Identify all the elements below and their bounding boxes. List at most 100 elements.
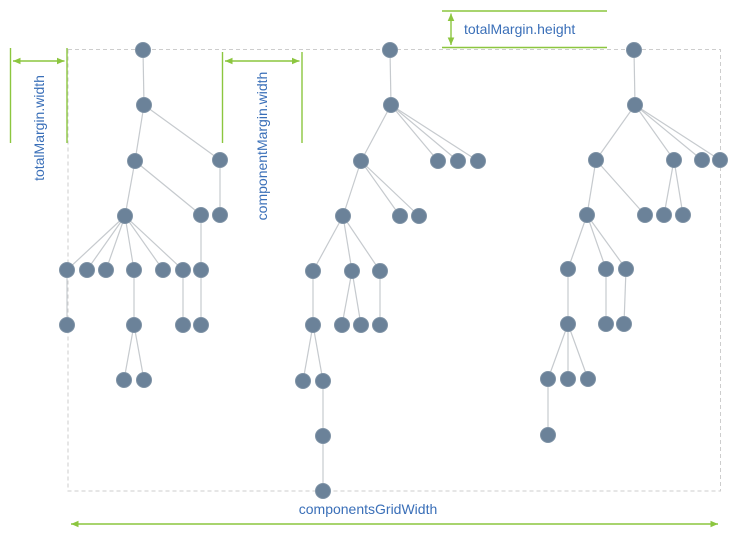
tree-node [540,427,556,443]
tree-edge [595,104,636,161]
tree-edge [134,160,202,216]
tree-edge [124,215,184,271]
tree-edge [390,104,459,162]
tree-edge [351,270,362,326]
tree-node [315,373,331,389]
tree-node [579,207,595,223]
tree-edge [105,215,126,271]
tree-node [598,261,614,277]
tree-node [79,262,95,278]
components-grid-width-arrowhead [71,520,79,528]
tree-node [372,317,388,333]
tree-node [382,42,398,58]
tree-node [175,317,191,333]
tree-node [155,262,171,278]
tree-node [59,262,75,278]
tree-node [315,428,331,444]
tree-edge [633,49,636,106]
tree-node [212,152,228,168]
total-margin-width-arrowhead [13,57,21,65]
tree-node [59,317,75,333]
tree-node [450,153,466,169]
components-grid-width-arrowhead [710,520,718,528]
tree-edge [673,159,684,216]
tree-node [175,262,191,278]
tree-edge [390,104,439,162]
tree-edge [341,270,353,326]
tree-node [305,263,321,279]
tree-node [540,371,556,387]
tree-node [295,373,311,389]
tree-edge [124,160,136,217]
tree-node [411,208,427,224]
tree-node [712,152,728,168]
tree-edge [124,215,135,271]
tree-node [117,208,133,224]
tree-edge [342,160,362,217]
components-grid-width-label: componentsGridWidth [298,501,438,517]
tree-node [305,317,321,333]
tree-edge [389,49,392,106]
tree-node [694,152,710,168]
tree-node [127,153,143,169]
tree-edge [360,160,420,217]
tree-edge [360,160,401,217]
tree-node [626,42,642,58]
tree-edge [586,214,627,270]
tree-node [116,372,132,388]
tree-edge [124,215,164,271]
tree-node [353,317,369,333]
tree-edge [86,215,126,271]
tree-node [430,153,446,169]
total-margin-width-label: totalMargin.width [31,75,47,181]
tree-edge [634,104,703,161]
tree-edge [586,214,607,270]
tree-node [666,152,682,168]
tree-node [344,263,360,279]
tree-edge [634,104,721,161]
component-margin-width-arrowhead [225,57,233,65]
tree-node [193,262,209,278]
tree-edge [567,323,589,380]
tree-node [98,262,114,278]
tree-edge [360,104,392,162]
tree-node [126,317,142,333]
tree-node [136,372,152,388]
tree-edge [390,104,479,162]
tree-edge [595,159,646,216]
tree-node [675,207,691,223]
total-margin-height-arrowhead [447,13,455,21]
tree-edge [123,324,135,381]
tree-edge [586,159,597,216]
tree-edge [663,159,675,216]
tree-edge [133,324,145,381]
tree-node [598,316,614,332]
tree-node [560,261,576,277]
tree-edge [134,104,145,162]
tree-node [616,316,632,332]
tree-edge [312,324,324,382]
tree-edge [142,49,145,106]
tree-edge [66,215,126,271]
total-margin-width-arrowhead [57,57,65,65]
tree-edge [342,215,353,272]
tree-node [580,371,596,387]
tree-edge [567,214,588,270]
tree-node [383,97,399,113]
component-margin-width-label: componentMargin.width [254,71,270,221]
tree-node [193,317,209,333]
tree-node [136,97,152,113]
tree-edge [302,324,314,382]
total-margin-height-label: totalMargin.height [464,21,576,37]
tree-edge [623,268,627,325]
tree-node [470,153,486,169]
tree-edge [143,104,221,161]
tree-edge [342,215,381,272]
tree-node [618,261,634,277]
tree-node [126,262,142,278]
tree-node [315,483,331,499]
tree-node [335,208,351,224]
tree-edge [312,215,344,272]
